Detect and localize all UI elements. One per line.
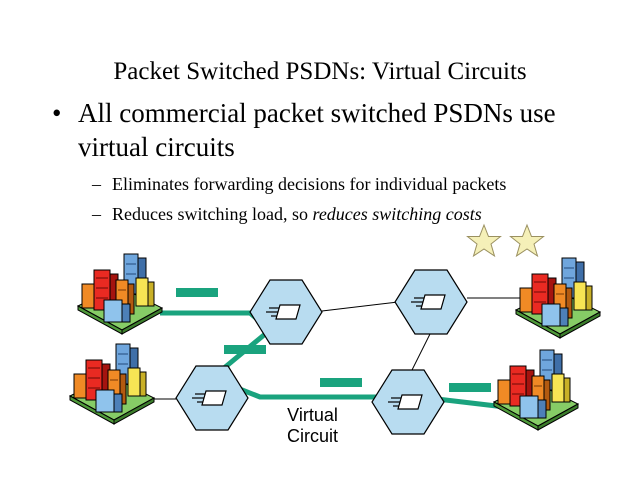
packet-switch-icon xyxy=(175,365,249,431)
thin-link xyxy=(411,333,431,371)
subbullet-text-wrapper: Reduces switching load, so reduces switc… xyxy=(112,204,482,225)
virtual-circuit-label-line1: Virtual xyxy=(287,405,338,425)
subbullet-marker: – xyxy=(92,174,101,194)
packet-icon xyxy=(176,288,218,297)
virtual-circuit-label: Virtual Circuit xyxy=(287,405,338,447)
building-cluster-icon xyxy=(77,253,163,335)
subbullet-text: Reduces switching load, so xyxy=(112,204,313,224)
building-cluster-icon xyxy=(69,343,155,425)
slide-title: Packet Switched PSDNs: Virtual Circuits xyxy=(113,58,527,85)
packet-icon xyxy=(320,378,362,387)
subbullet-marker: – xyxy=(92,204,101,224)
subbullet-emphasis: reduces switching costs xyxy=(312,204,482,224)
building-cluster-icon xyxy=(515,257,601,339)
subbullet-text: Eliminates forwarding decisions for indi… xyxy=(112,174,507,194)
packet-switch-icon xyxy=(371,369,445,435)
star-icon xyxy=(510,224,544,257)
packet-icon xyxy=(449,383,491,392)
building-cluster-icon xyxy=(493,349,579,431)
bullet-text: All commercial packet switched PSDNs use… xyxy=(78,98,556,162)
star-icon xyxy=(467,224,501,257)
virtual-circuit-label-line2: Circuit xyxy=(287,426,339,446)
bullet-marker: • xyxy=(52,98,62,128)
packet-icon xyxy=(224,345,266,354)
thin-link xyxy=(321,301,399,312)
packet-switch-icon xyxy=(394,269,468,335)
